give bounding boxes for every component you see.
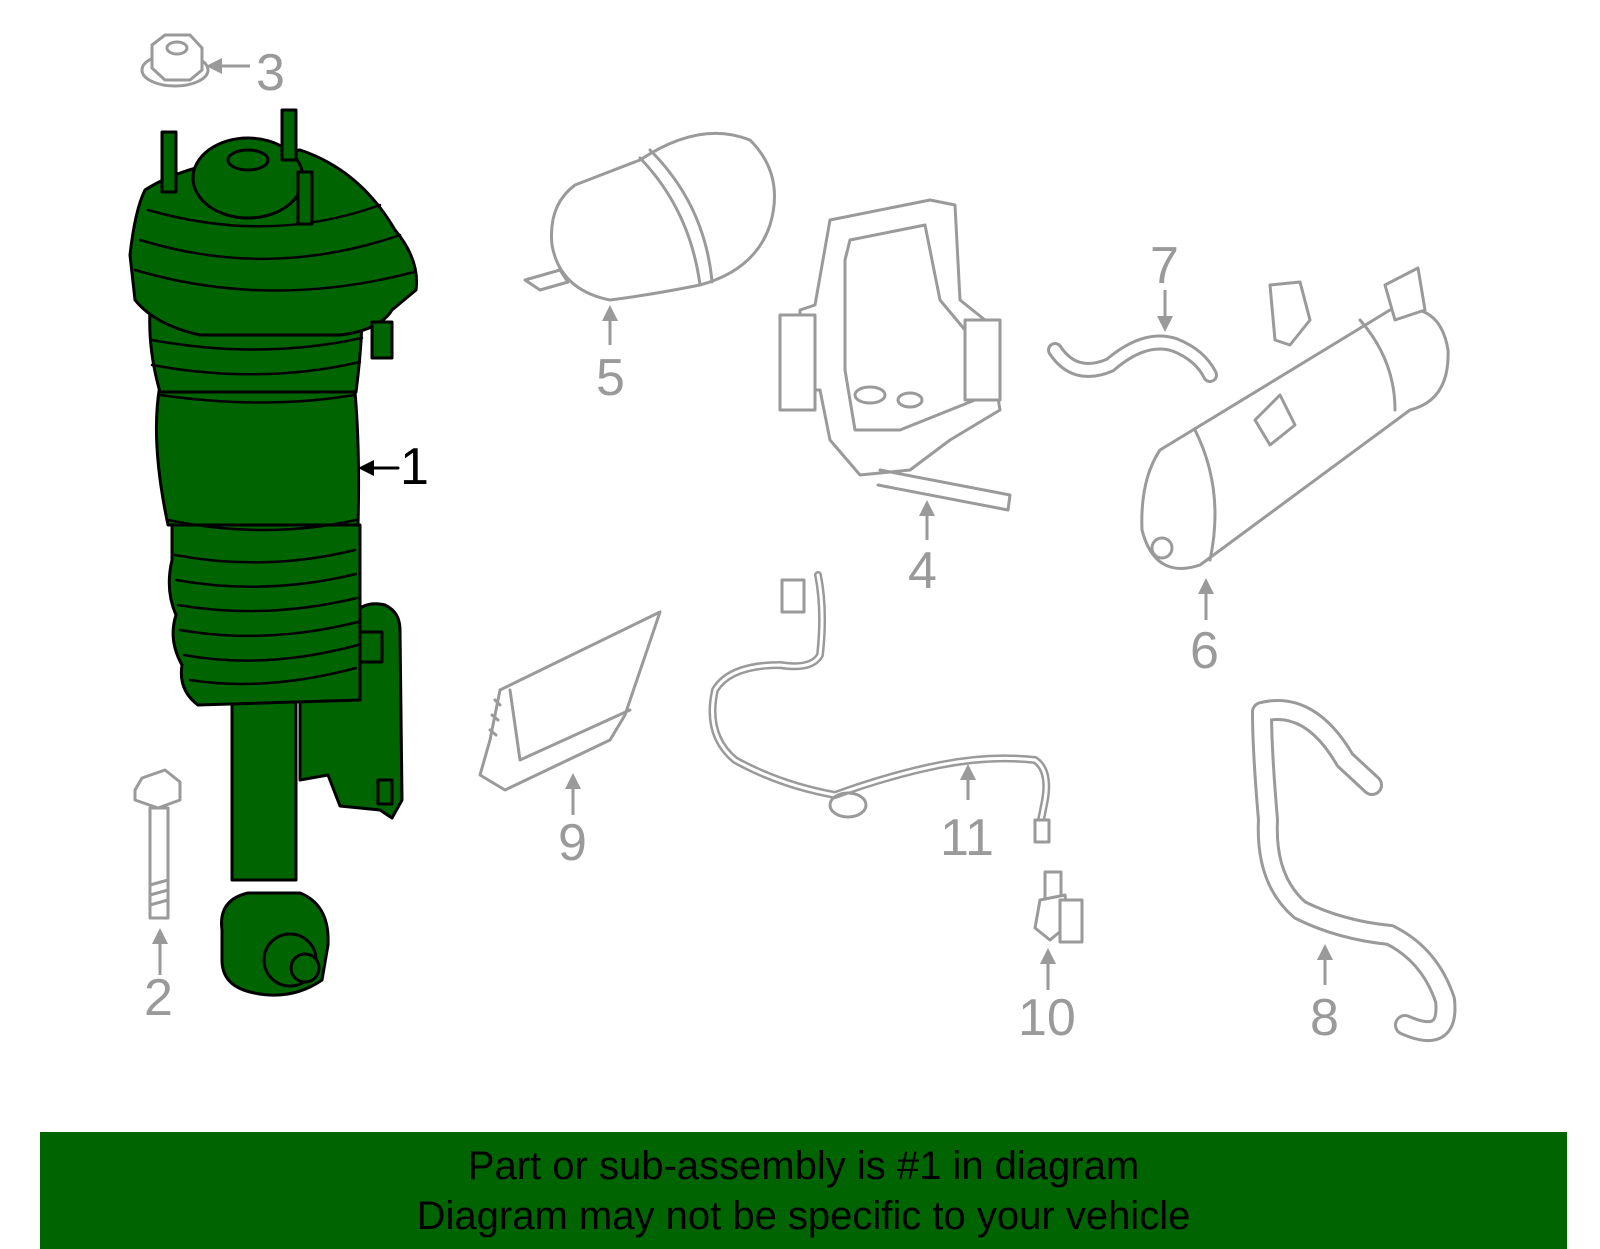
- callout-10: 10: [1018, 948, 1076, 1047]
- callout-9: 9: [558, 773, 587, 872]
- part-6-compressor[interactable]: [1140, 266, 1450, 570]
- part-2-bolt[interactable]: [133, 768, 182, 920]
- banner-line-1: Part or sub-assembly is #1 in diagram: [467, 1143, 1140, 1188]
- part-7-hose[interactable]: [1047, 334, 1218, 383]
- part-4-compressor-bracket[interactable]: [778, 198, 1012, 512]
- strut-stud-rear: [280, 108, 298, 162]
- callout-label-4: 4: [908, 542, 937, 600]
- callout-label-1: 1: [400, 438, 429, 496]
- callout-7: 7: [1150, 237, 1179, 332]
- part-11-sensor-wire[interactable]: [708, 571, 1051, 844]
- callout-label-3: 3: [256, 44, 285, 102]
- callout-5: 5: [596, 305, 625, 407]
- callout-label-6: 6: [1190, 622, 1219, 680]
- part-10-sensor[interactable]: [1033, 870, 1084, 944]
- callout-2: 2: [144, 928, 173, 1027]
- info-banner: Part or sub-assembly is #1 in diagram Di…: [40, 1132, 1567, 1249]
- callout-3: 3: [206, 44, 285, 102]
- strut-lower-bushing-inner: [289, 952, 321, 984]
- part-8-hose[interactable]: [1251, 699, 1457, 1043]
- callout-11: 11: [940, 764, 994, 867]
- strut-side-fitting: [370, 320, 394, 360]
- callout-label-9: 9: [558, 814, 587, 872]
- callout-1: 1: [358, 438, 429, 496]
- strut-shock-body: [230, 698, 298, 882]
- part-3-nut[interactable]: [140, 33, 210, 88]
- callout-label-8: 8: [1310, 989, 1339, 1047]
- strut-stud-left: [160, 130, 178, 194]
- part-1-air-strut[interactable]: [128, 108, 419, 997]
- strut-stud-front: [296, 170, 314, 226]
- callout-label-7: 7: [1150, 237, 1179, 295]
- part-5-reservoir[interactable]: [523, 131, 776, 302]
- callout-label-10: 10: [1018, 989, 1076, 1047]
- callout-6: 6: [1190, 578, 1219, 680]
- callout-label-2: 2: [144, 969, 173, 1027]
- callout-4: 4: [908, 500, 937, 600]
- strut-lower-bellows: [167, 523, 362, 707]
- strut-valve-port: [376, 778, 394, 806]
- callout-8: 8: [1310, 944, 1339, 1047]
- strut-top-cap-center: [226, 148, 270, 172]
- callout-label-5: 5: [596, 349, 625, 407]
- callout-label-11: 11: [940, 809, 994, 867]
- banner-line-2: Diagram may not be specific to your vehi…: [416, 1193, 1191, 1238]
- part-9-control-module[interactable]: [478, 610, 662, 792]
- strut-air-spring: [154, 383, 361, 527]
